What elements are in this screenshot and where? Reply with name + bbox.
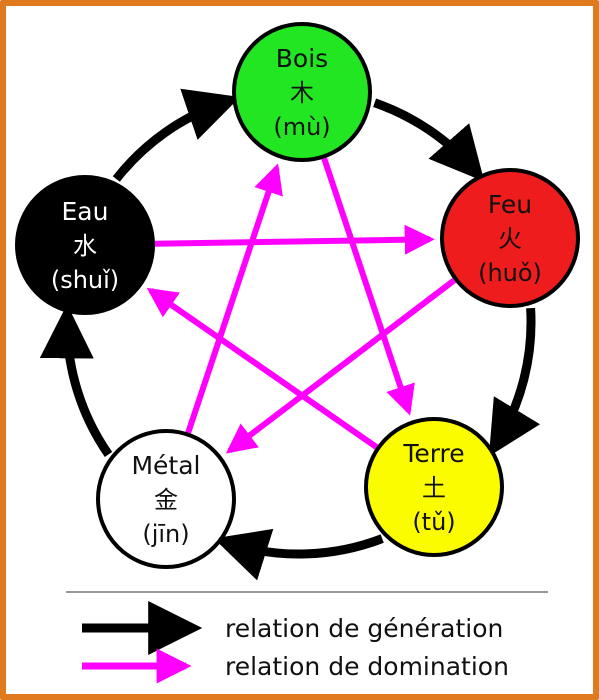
element-eau: Eau 水 (shuǐ) <box>15 175 155 315</box>
element-metal-hanzi: 金 <box>154 486 178 514</box>
element-metal-circle <box>96 429 236 569</box>
legend: relation de génération relation de domin… <box>82 601 509 684</box>
element-bois-circle <box>232 22 372 162</box>
element-terre-pinyin: (tǔ) <box>412 508 455 536</box>
element-feu-hanzi: 火 <box>498 225 522 253</box>
domination-arrows <box>146 157 457 454</box>
element-eau-hanzi: 水 <box>73 232 97 260</box>
element-feu-name: Feu <box>488 190 532 219</box>
element-feu-circle <box>440 168 580 308</box>
domination-arrow-metal-to-bois <box>185 163 283 434</box>
element-nodes: Bois 木 (mù) Feu 火 (huǒ) Terre 土 (tǔ) Métal 金 (jīn) E… <box>15 22 580 569</box>
domination-arrow-eau-to-feu <box>154 224 435 255</box>
element-metal-name: Métal <box>131 451 200 480</box>
generation-arrow-bois-to-feu <box>373 98 485 182</box>
element-feu-pinyin: (huǒ) <box>478 259 542 287</box>
generation-arrow-terre-to-metal <box>213 528 384 581</box>
element-bois-name: Bois <box>276 44 328 73</box>
element-eau-circle <box>15 175 155 315</box>
generation-arrows <box>39 88 540 581</box>
element-terre: Terre 土 (tǔ) <box>364 417 504 557</box>
element-metal: Métal 金 (jīn) <box>96 429 236 569</box>
element-terre-circle <box>364 417 504 557</box>
element-feu: Feu 火 (huǒ) <box>440 168 580 308</box>
legend-generation-label: relation de génération <box>225 614 503 643</box>
element-bois-hanzi: 木 <box>290 79 314 107</box>
generation-arrow-metal-to-eau <box>39 304 113 457</box>
element-eau-name: Eau <box>62 197 109 226</box>
generation-arrow-eau-to-bois <box>112 88 241 182</box>
element-bois: Bois 木 (mù) <box>232 22 372 162</box>
element-metal-pinyin: (jīn) <box>142 520 189 548</box>
element-terre-hanzi: 土 <box>422 474 446 502</box>
domination-arrow-feu-to-metal <box>225 277 457 454</box>
domination-arrow-terre-to-eau <box>146 287 379 450</box>
element-terre-name: Terre <box>402 439 464 468</box>
legend-domination-label: relation de domination <box>225 652 509 681</box>
domination-arrow-bois-to-terre <box>321 157 415 416</box>
generation-arrow-feu-to-terre <box>488 307 540 457</box>
element-eau-pinyin: (shuǐ) <box>51 266 119 294</box>
element-bois-pinyin: (mù) <box>273 113 330 141</box>
